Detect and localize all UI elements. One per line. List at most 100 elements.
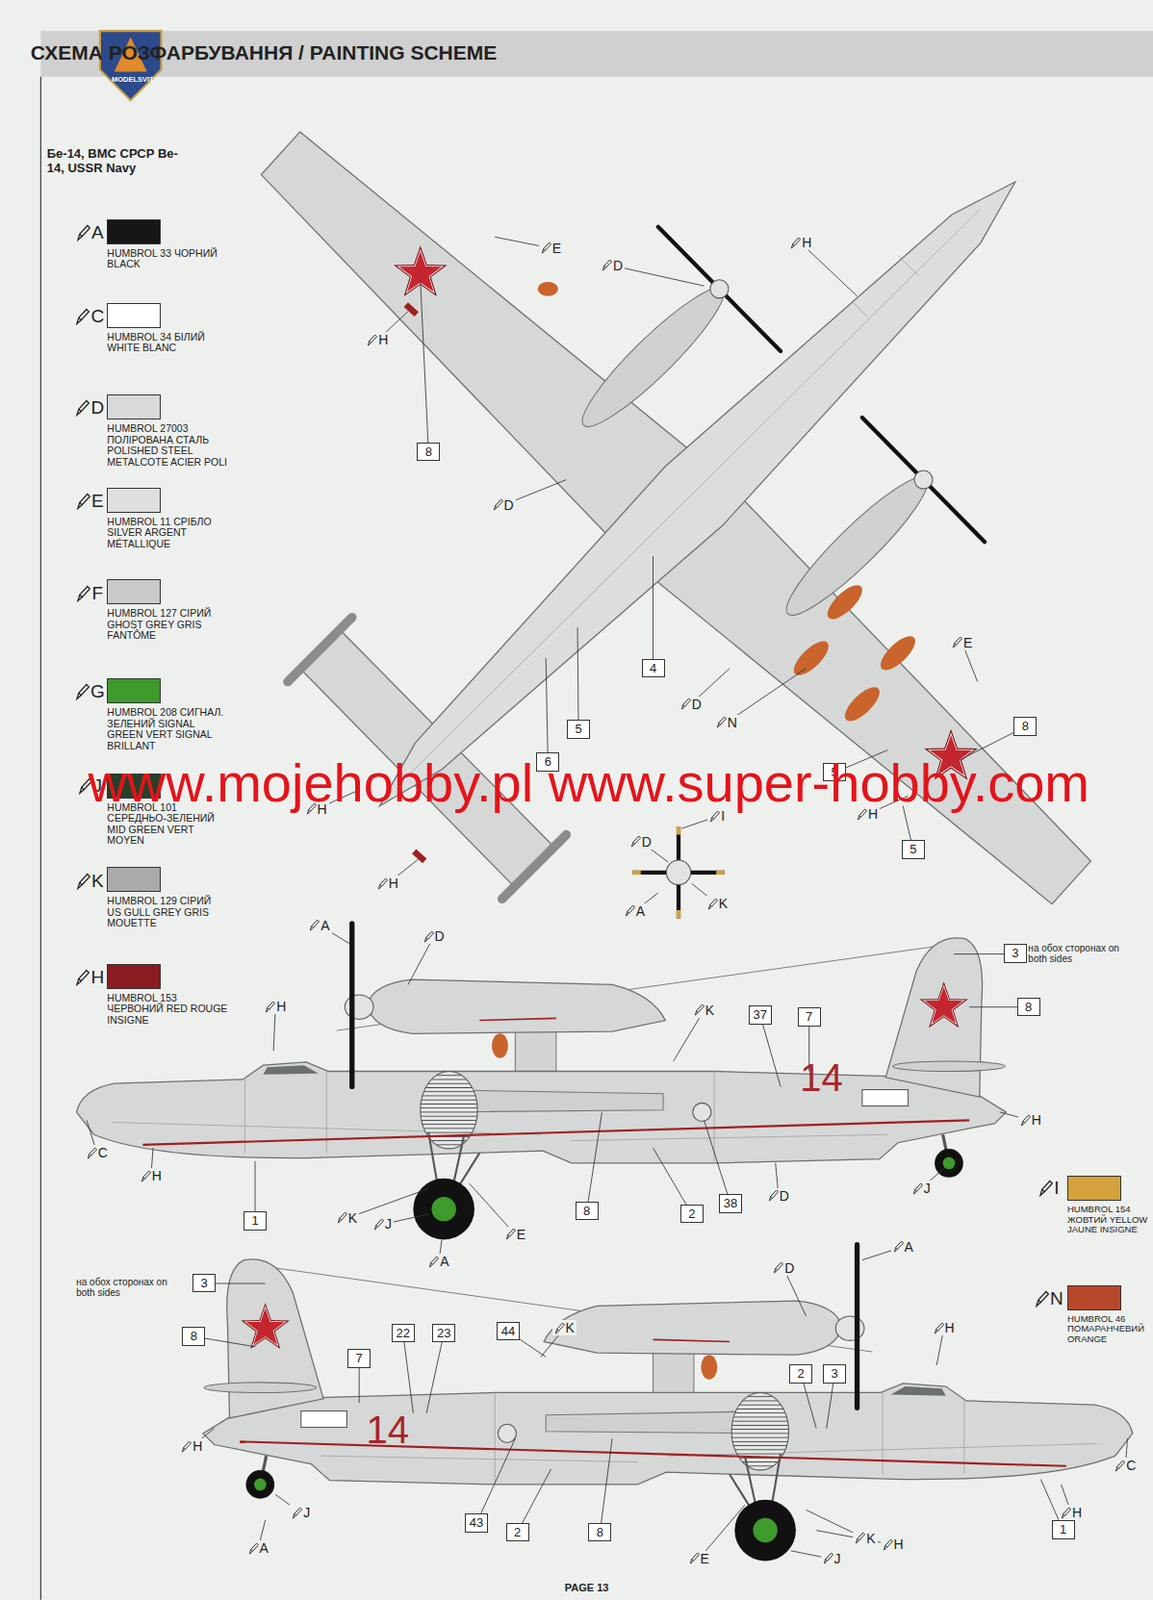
paint-callout: K: [691, 1002, 717, 1019]
paint-callout: N: [714, 715, 740, 731]
callout-number: 7: [347, 1349, 371, 1369]
legend-text: HUMBROL 27003 ПОЛІРОВАНА СТАЛЬ POLISHED …: [106, 423, 228, 468]
pencil-icon: [1034, 1290, 1050, 1308]
callout-number: 1: [1051, 1520, 1076, 1540]
label-text: E: [700, 1551, 710, 1567]
paint-callout: J: [289, 1505, 312, 1521]
color-swatch: [106, 487, 161, 513]
callout-text: 22: [396, 1326, 410, 1341]
paint-callout: D: [599, 257, 625, 274]
callout-number: 44: [496, 1322, 520, 1342]
pencil-icon: [423, 930, 435, 944]
page-number: PAGE 13: [564, 1582, 610, 1594]
pencil-icon: [768, 1189, 779, 1203]
pencil-icon: [790, 236, 801, 250]
color-swatch: [106, 867, 161, 893]
callout-text: 43: [469, 1515, 484, 1531]
label-text: K: [91, 871, 104, 893]
paint-callout: G: [73, 681, 107, 703]
paint-callout: D: [678, 696, 704, 713]
color-swatch: [106, 678, 161, 704]
callout-text: 44: [501, 1324, 515, 1339]
callout-number: 3: [822, 1364, 846, 1384]
pencil-icon: [1038, 1179, 1053, 1198]
pencil-icon: [76, 224, 91, 242]
label-text: H: [276, 999, 286, 1015]
paint-callout: D: [490, 497, 516, 513]
subtitle: Бе-14, ВМС СРСР Be-14, USSR Navy: [47, 147, 182, 177]
callout-number: 37: [748, 1005, 772, 1025]
paint-callout: A: [307, 918, 332, 934]
pencil-icon: [76, 585, 91, 603]
legend-text: HUMBROL 11 СРІБЛО SILVER ARGENT MÉTALLIQ…: [106, 516, 228, 551]
pencil-icon: [291, 1507, 303, 1520]
label-text: A: [439, 1254, 449, 1270]
paint-callout: K: [74, 871, 106, 893]
color-swatch: [106, 394, 161, 420]
callout-text: 3: [200, 1276, 207, 1291]
pencil-icon: [336, 1211, 348, 1225]
callout-text: 8: [583, 1204, 590, 1219]
pencil-icon: [75, 683, 90, 701]
pencil-icon: [140, 1170, 152, 1183]
leader-line: [346, 1188, 429, 1219]
label-text: H: [894, 1537, 904, 1553]
pencil-icon: [308, 919, 320, 932]
callout-number: 4: [641, 659, 666, 679]
label-text: D: [641, 834, 652, 850]
callout-number: 22: [391, 1324, 415, 1344]
paint-callout: H: [1018, 1112, 1044, 1128]
label-text: A: [636, 903, 645, 920]
paint-callout: H: [788, 234, 814, 251]
aircraft-number: 14: [799, 1056, 844, 1101]
label-text: PAGE 13: [564, 1582, 610, 1594]
callout-text: 38: [723, 1196, 738, 1211]
label-text: H: [1072, 1505, 1082, 1521]
callout-text: 2: [513, 1525, 521, 1540]
leader-line: [599, 1438, 613, 1534]
label-text: I: [1053, 1178, 1059, 1200]
callout-text: 5: [574, 721, 582, 737]
label-text: H: [152, 1168, 162, 1184]
label-text: J: [303, 1505, 310, 1521]
paint-callout: F: [74, 583, 105, 605]
pencil-icon: [707, 897, 718, 911]
callout-text: 37: [753, 1007, 768, 1023]
legend-item: HUMBROL 34 БІЛИЙ WHITE BLANC: [106, 303, 228, 355]
pencil-icon: [248, 1542, 259, 1556]
callout-number: 3: [192, 1274, 216, 1294]
legend-text: HUMBROL 153 ЧЕРВОНИЙ RED ROUGE INSIGNE: [106, 993, 228, 1027]
paint-callout: H: [262, 999, 288, 1015]
label-text: E: [963, 635, 973, 651]
pencil-icon: [854, 1532, 866, 1545]
label-text: C: [90, 306, 104, 328]
legend-text: HUMBROL 208 СИГНАЛ. ЗЕЛЕНИЙ SIGNAL GREEN…: [106, 707, 228, 752]
legend-item: HUMBROL 11 СРІБЛО SILVER ARGENT MÉTALLIQ…: [106, 487, 228, 551]
label-text: D: [435, 928, 445, 945]
paint-callout: E: [949, 635, 974, 651]
paint-callout: H: [375, 875, 401, 892]
label-text: J: [384, 1216, 392, 1232]
label-text: H: [945, 1320, 955, 1336]
pencil-icon: [624, 904, 636, 918]
label-text: C: [98, 1145, 108, 1161]
paint-callout: D: [766, 1188, 792, 1205]
label-text: A: [91, 222, 104, 244]
paint-callout: I: [1036, 1178, 1061, 1200]
callout-text: 3: [1011, 946, 1019, 961]
legend-item: HUMBROL 154 ЖОВТИЙ YELLOW JAUNE INSIGNE: [1067, 1176, 1151, 1235]
callout-text: 5: [909, 842, 917, 857]
color-swatch: [106, 219, 161, 245]
page-title: СХЕМА РОЗФАРБУВАННЯ / PAINTING SCHEME: [30, 41, 1153, 65]
paint-callout: K: [705, 896, 730, 912]
legend-item: HUMBROL 127 СІРИЙ GHOST GREY GRIS FANTÔM…: [106, 579, 228, 642]
label-text: на обох сторонах on both sides: [1027, 943, 1120, 965]
label-text: 14: [366, 1409, 410, 1452]
paint-callout: E: [687, 1551, 712, 1567]
pencil-icon: [75, 969, 90, 987]
callout-number: 38: [718, 1194, 743, 1214]
pencil-icon: [180, 1440, 192, 1454]
pencil-icon: [680, 697, 692, 711]
color-swatch: [1067, 1176, 1122, 1202]
paint-callout: A: [246, 1540, 271, 1557]
